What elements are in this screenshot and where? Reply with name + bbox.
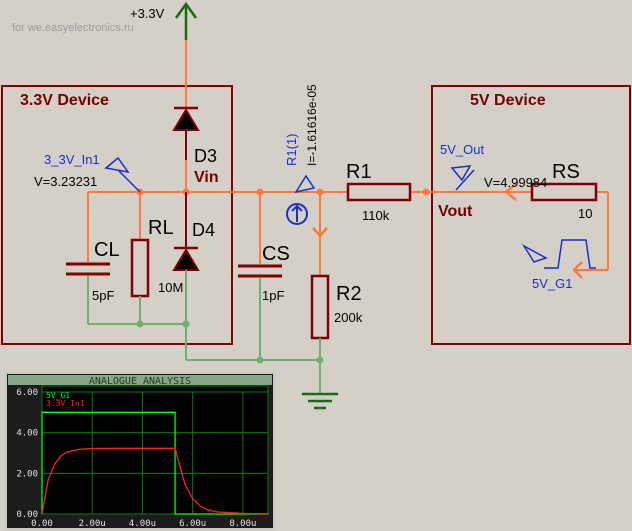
current-probe-icon[interactable] (286, 174, 316, 225)
cs-label: CS (262, 243, 290, 265)
y-tick-label: 6.00 (16, 388, 38, 398)
cl-value: 5pF (92, 288, 114, 303)
data-point (174, 447, 176, 449)
x-tick-label: 6.00u (179, 519, 206, 529)
plot-area[interactable] (41, 385, 269, 515)
legend-entry: 3.3V_In1 (46, 399, 85, 408)
junction-dot (136, 320, 144, 328)
generator-name: 5V_G1 (532, 276, 572, 291)
data-point (174, 411, 176, 413)
y-tick-label: 2.00 (16, 469, 38, 479)
device-33-box[interactable] (1, 85, 233, 345)
junction-dot (182, 320, 190, 328)
rl-value: 10M (158, 280, 183, 295)
current-probe-name: R1(1) (284, 133, 299, 166)
data-point (184, 483, 186, 486)
chart-layer: 0.00 2.00u 4.00u 6.00u 8.00u 0.00 2.00 4.00 6.00… (16, 388, 269, 529)
resistor-r2[interactable] (310, 274, 330, 340)
in-probe-value: V=3.23231 (34, 174, 97, 189)
out-probe-value: V=4.99984 (484, 175, 547, 190)
supply-label: +3.3V (130, 6, 165, 21)
data-point (179, 466, 181, 468)
data-point (174, 513, 176, 515)
resistor-rl[interactable] (130, 238, 150, 298)
data-point (41, 411, 43, 413)
pulse-generator-icon[interactable] (521, 239, 596, 269)
r1-label: R1 (346, 161, 372, 183)
junction-dot (316, 356, 324, 364)
data-point (60, 455, 62, 457)
junction-dot (422, 188, 430, 196)
data-point (242, 512, 244, 514)
current-probe-value: I=-1.61616e-05 (305, 84, 319, 166)
diode-d4[interactable] (172, 246, 200, 271)
vout-label: Vout (438, 203, 473, 220)
analysis-titlebar[interactable] (8, 375, 272, 385)
device-33-title: 3.3V Device (20, 92, 109, 109)
r2-label: R2 (336, 283, 362, 305)
supply-arrow-icon[interactable] (174, 1, 198, 40)
cs-value: 1pF (262, 288, 284, 303)
resistor-r1[interactable] (346, 182, 412, 202)
legend-entry: 5V_G1 (46, 391, 70, 400)
data-point (91, 447, 93, 450)
data-point (199, 505, 201, 507)
analysis-window[interactable]: ANALOGUE ANALYSIS (5, 372, 275, 530)
r2-value: 200k (334, 310, 363, 325)
data-point (47, 478, 49, 481)
r2-current-arrow-icon (312, 227, 328, 238)
vout-arrow-icon (503, 183, 517, 201)
resistor-rs[interactable] (530, 182, 598, 202)
data-point (79, 448, 81, 450)
d3-label: D3 (194, 146, 217, 166)
capacitor-cs[interactable] (238, 264, 282, 278)
diode-d3[interactable] (172, 106, 200, 160)
vin-label: Vin (194, 169, 219, 186)
cl-label: CL (94, 239, 120, 261)
device-5-box[interactable] (431, 85, 631, 345)
x-tick-label: 4.00u (129, 519, 156, 529)
device-5-title: 5V Device (470, 92, 546, 109)
in-probe-name: 3_3V_In1 (44, 152, 100, 167)
rl-label: RL (148, 217, 174, 239)
capacitor-cl[interactable] (66, 262, 110, 276)
r1-value: 110k (362, 208, 390, 223)
gen-arrow-icon (572, 261, 583, 279)
data-point (192, 498, 194, 500)
data-point (217, 511, 219, 513)
d4-label: D4 (192, 220, 215, 240)
ground-icon[interactable] (302, 392, 338, 410)
voltage-probe-out-icon[interactable] (450, 165, 475, 191)
data-point (207, 509, 209, 511)
data-point (66, 451, 68, 453)
x-tick-label: 0.00 (31, 519, 53, 529)
x-tick-label: 2.00u (79, 519, 106, 529)
data-point (267, 513, 269, 515)
analysis-title: ANALOGUE ANALYSIS (89, 376, 191, 387)
data-point (166, 447, 169, 449)
rs-value: 10 (578, 206, 592, 221)
data-point (41, 513, 43, 515)
rs-label: RS (552, 161, 580, 183)
data-point (141, 447, 144, 449)
watermark-text: for we.easyelectronics.ru (12, 22, 134, 34)
out-probe-name: 5V_Out (440, 142, 484, 157)
y-tick-label: 0.00 (16, 510, 38, 520)
data-point (53, 463, 56, 465)
x-tick-label: 8.00u (229, 519, 256, 529)
voltage-probe-in-icon[interactable] (104, 156, 141, 193)
data-point (116, 447, 118, 449)
junction-dot (256, 356, 264, 364)
y-tick-label: 4.00 (16, 429, 38, 439)
